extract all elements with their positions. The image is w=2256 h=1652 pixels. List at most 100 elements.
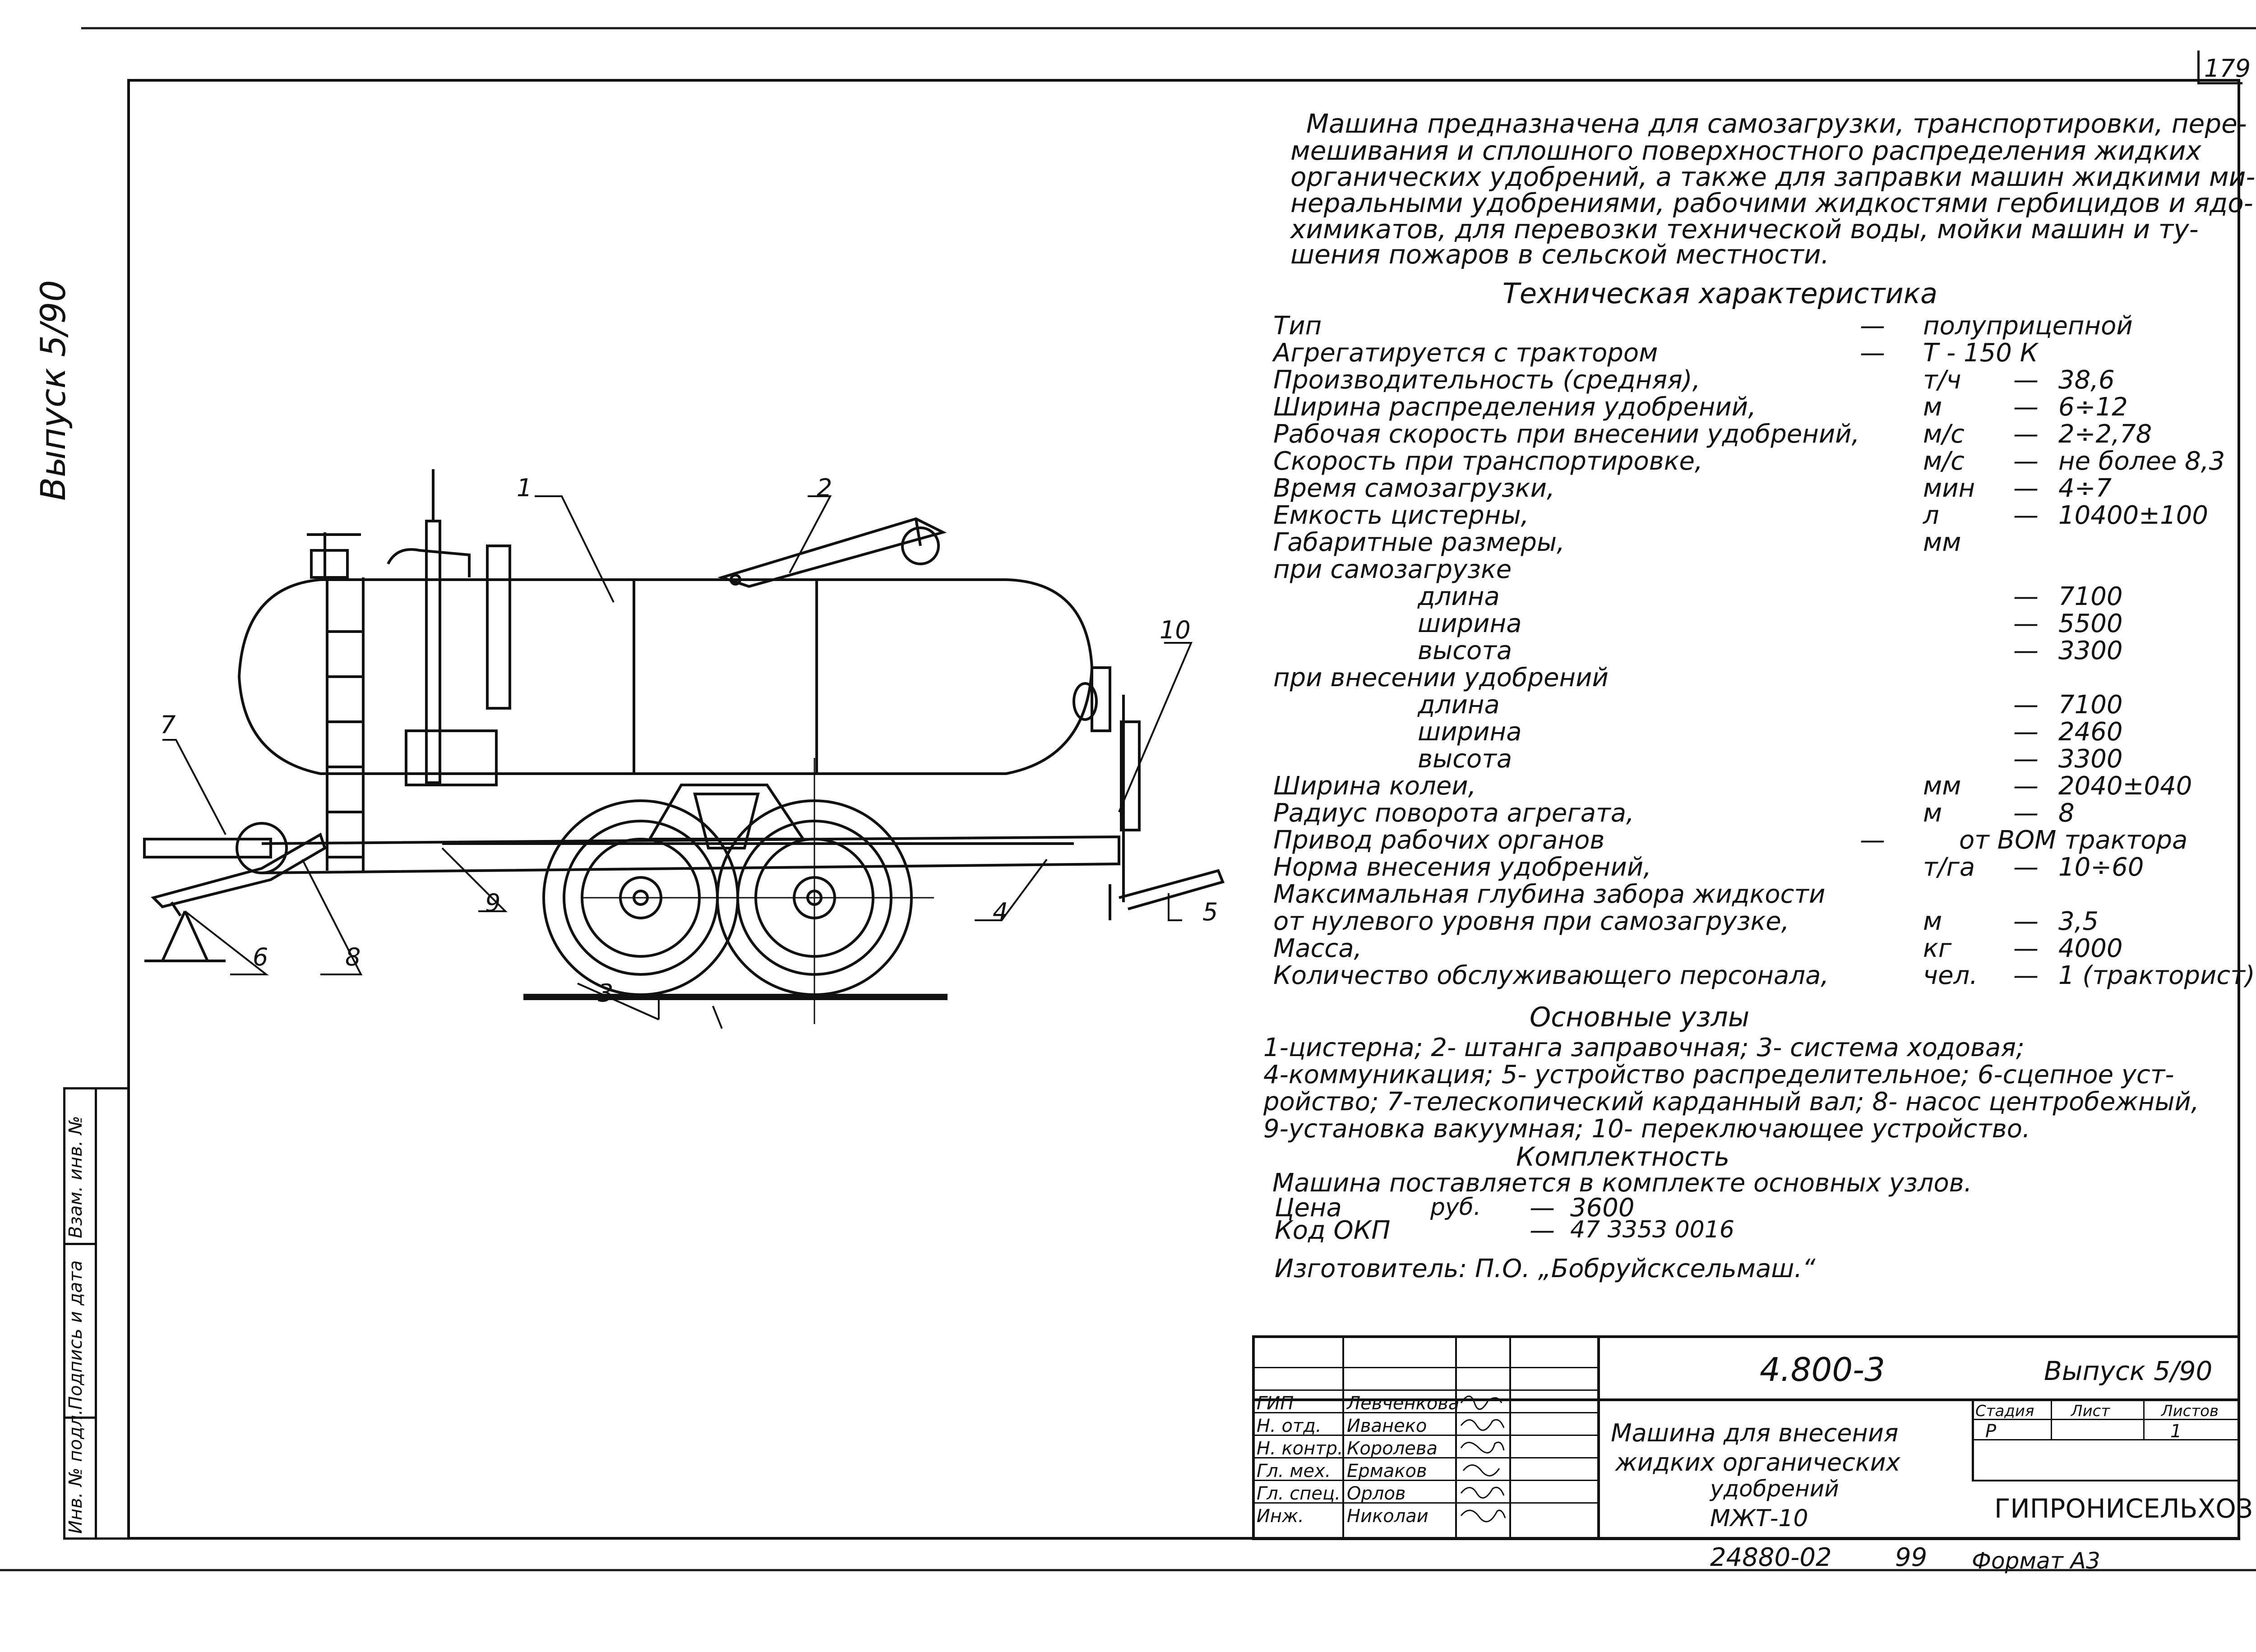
spec-dash: — (2013, 961, 2039, 990)
spec-value: от ВОМ трактора (1959, 826, 2188, 855)
units-line: ройство; 7-телескопический карданный вал… (1263, 1087, 2199, 1117)
units-title: Основные узлы (1530, 1001, 1750, 1033)
spec-name: Ширина распределения удобрений, (1273, 392, 1756, 422)
spec-row: Масса,кг—4000 (1273, 934, 2239, 963)
kit-text: Машина поставляется в комплекте основных… (1272, 1168, 1972, 1198)
role-3: Гл. мех. (1257, 1461, 1331, 1481)
manufacturer: Изготовитель: П.О. „Бобруйсксельмаш.“ (1275, 1254, 1816, 1283)
page-number: 179 (2204, 54, 2251, 83)
spec-dash: — (2013, 717, 2039, 747)
spec-row: Габаритные размеры,мм (1273, 528, 2239, 557)
spec-value: не более 8,3 (2058, 447, 2225, 476)
spec-name: Ширина колеи, (1273, 771, 1476, 801)
spec-unit: м/с (1923, 420, 1965, 449)
drawing-frame (127, 79, 2240, 1540)
side-stamp-divider (95, 1087, 97, 1540)
spec-dash: — (2013, 907, 2039, 936)
format-label: Формат А3 (1972, 1548, 2100, 1574)
callout-2: 2 (817, 474, 832, 502)
spec-value: 10÷60 (2058, 853, 2144, 882)
vertical-issue-header: Выпуск 5/90 (33, 280, 73, 501)
spec-dash: — (2013, 853, 2039, 882)
spec-row: ширина—5500 (1273, 609, 2239, 638)
spec-name: ширина (1418, 717, 1522, 747)
description-line: неральными удобрениями, рабочими жидкост… (1290, 188, 2253, 218)
role-1: Н. отд. (1257, 1416, 1322, 1436)
tb-vline (2143, 1398, 2145, 1439)
side-stamp-label-sign: Подпись и дата (65, 1260, 86, 1410)
spec-value: 2040±040 (2058, 771, 2192, 801)
stage-value: Р (1985, 1421, 1997, 1442)
okp-dash: — (1530, 1216, 1555, 1245)
spec-dash: — (2013, 771, 2039, 801)
tb-hline (1252, 1435, 1600, 1436)
spec-row: длина—7100 (1273, 690, 2239, 720)
spec-row: Радиус поворота агрегата,м—8 (1273, 798, 2239, 828)
spec-name: Время самозагрузки, (1273, 474, 1555, 503)
spec-unit: кг (1923, 934, 1952, 963)
tb-issue: Выпуск 5/90 (2044, 1356, 2213, 1386)
footer-number: 24880-02 (1710, 1543, 1832, 1572)
spec-dash: — (2013, 447, 2039, 476)
spec-row: Емкость цистерны,л—10400±100 (1273, 501, 2239, 530)
price-unit: руб. (1430, 1194, 1481, 1221)
callout-1: 1 (517, 474, 532, 502)
spec-row: Рабочая скорость при внесении удобрений,… (1273, 420, 2239, 449)
tb-bottom (1252, 1538, 2240, 1540)
spec-name: Масса, (1273, 934, 1362, 963)
spec-dash: — (2013, 365, 2039, 395)
spec-name: высота (1418, 744, 1512, 774)
tb-hline (1252, 1389, 1600, 1391)
spec-value: 10400±100 (2058, 501, 2208, 530)
spec-unit: мин (1923, 474, 1975, 503)
side-stamp-label-replace: Взам. инв. № (65, 1116, 86, 1238)
spec-value: 3,5 (2058, 907, 2099, 936)
spec-dash: — (2013, 690, 2039, 720)
spec-unit: м (1923, 907, 1942, 936)
doc-title-line: удобрений (1710, 1476, 1839, 1502)
name-3: Ермаков (1347, 1461, 1427, 1481)
spec-dash: — (2013, 582, 2039, 611)
doc-title-line: жидких органических (1615, 1448, 1900, 1477)
spec-name: при внесении удобрений (1273, 663, 1609, 692)
role-4: Гл. спец. (1257, 1483, 1341, 1504)
spec-name: Емкость цистерны, (1273, 501, 1529, 530)
spec-name: Габаритные размеры, (1273, 528, 1565, 557)
tb-hline (1252, 1502, 1600, 1504)
units-line: 1-цистерна; 2- штанга заправочная; 3- си… (1263, 1033, 2025, 1062)
spec-name: Производительность (средняя), (1273, 365, 1701, 395)
role-5: Инж. (1257, 1506, 1304, 1527)
spec-row: Количество обслуживающего персонала, чел.… (1273, 961, 2255, 990)
spec-name: при самозагрузке (1273, 555, 1512, 584)
callout-10: 10 (1160, 616, 1191, 644)
callout-7: 7 (160, 711, 176, 739)
description-line: химикатов, для перевозки технической вод… (1290, 214, 2199, 245)
spec-name: Тип (1273, 311, 1322, 341)
spec-value: 38,6 (2058, 365, 2115, 395)
price-value: 3600 (1570, 1193, 1635, 1223)
spec-name: Скорость при транспортировке, (1273, 447, 1703, 476)
spec-unit: чел. (1923, 961, 1978, 990)
tb-vline (1597, 1335, 1600, 1540)
spec-row: Время самозагрузки,мин—4÷7 (1273, 474, 2239, 503)
spec-name: Норма внесения удобрений, (1273, 853, 1651, 882)
signatures (1460, 1395, 1506, 1523)
tb-vline (1509, 1335, 1511, 1540)
tb-hline (1972, 1419, 2240, 1420)
top-border-line (81, 27, 2256, 29)
spec-title: Техническая характеристика (1502, 277, 1938, 310)
spec-name: Количество обслуживающего персонала, (1273, 961, 1829, 990)
spec-unit: м (1923, 798, 1942, 828)
callout-4: 4 (993, 898, 1008, 926)
spec-value: 3300 (2058, 636, 2123, 665)
sheet-label: Лист (2071, 1402, 2110, 1420)
tb-hline (1252, 1412, 1600, 1413)
spec-name: от нулевого уровня при самозагрузке, (1273, 907, 1789, 936)
spec-row: Максимальная глубина забора жидкости (1273, 880, 2239, 909)
spec-unit: л (1923, 501, 1939, 530)
doc-title-line: Машина для внесения (1611, 1419, 1899, 1447)
title-block (1252, 1335, 2240, 1540)
spec-unit: т/ч (1923, 365, 1961, 395)
tb-hline (1972, 1480, 2240, 1481)
spec-name: длина (1418, 582, 1500, 611)
